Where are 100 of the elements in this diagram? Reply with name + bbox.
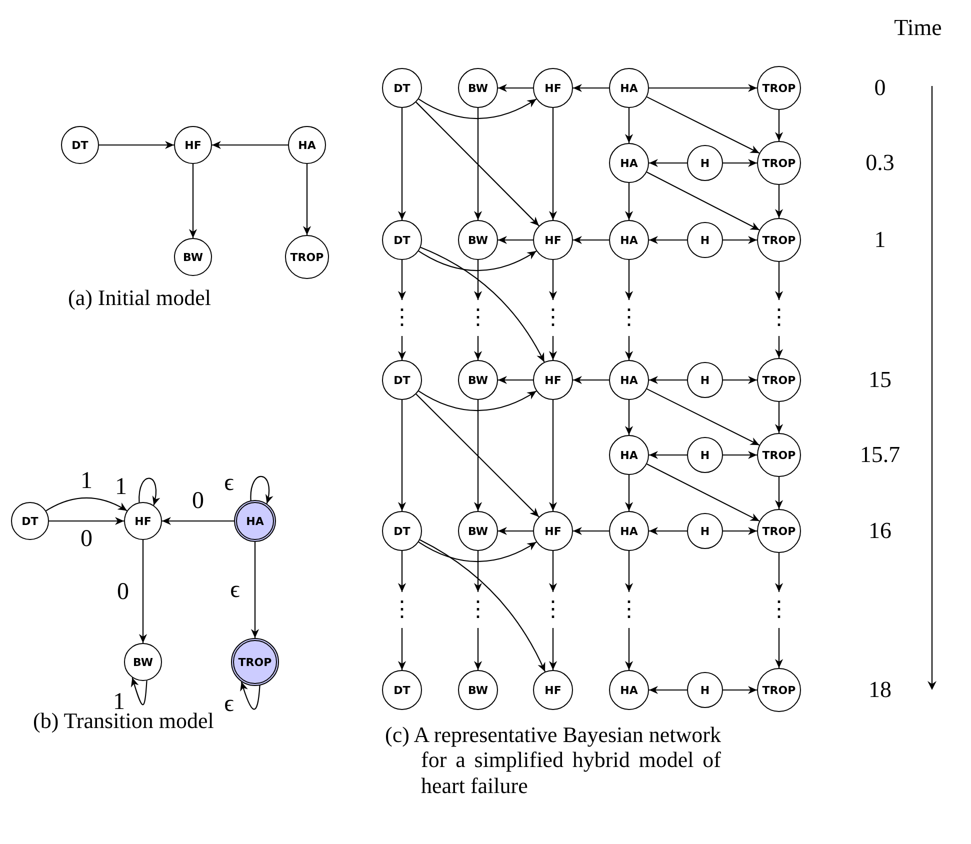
arrow (723, 236, 757, 244)
variable-node: BW (458, 670, 498, 710)
arrow (49, 516, 124, 526)
variable-node: BW (458, 511, 498, 551)
variable-node: HA (234, 500, 276, 542)
variable-node: HA (609, 360, 649, 400)
ellipsis: ⋮ (548, 300, 558, 336)
arrow (573, 526, 609, 536)
time-label: 15 (868, 366, 892, 394)
ellipsis: ⋮ (774, 300, 784, 336)
variable-node: TROP (757, 668, 801, 712)
arrow (649, 686, 687, 694)
arrow (250, 476, 273, 504)
arrow (646, 172, 760, 230)
ellipsis: ⋮ (473, 300, 483, 336)
ellipsis: ⋮ (548, 592, 558, 628)
arrow (774, 262, 784, 300)
arrow (624, 108, 634, 143)
arrow (573, 236, 609, 244)
arrow (474, 260, 482, 300)
arrow (188, 164, 198, 238)
arrow (398, 260, 406, 300)
arrow (398, 551, 406, 592)
variable-node: HA (609, 220, 649, 260)
arrow (548, 400, 558, 511)
arrow (474, 336, 482, 360)
arrow (774, 553, 784, 592)
arrow (723, 450, 757, 460)
arrow (723, 686, 757, 694)
arrow (624, 551, 634, 592)
variable-node: H (687, 222, 723, 258)
arrow (398, 108, 406, 220)
variable-node: HF (124, 502, 162, 540)
arrow (398, 336, 406, 360)
ellipsis: ⋮ (397, 300, 407, 336)
arrow (162, 516, 234, 526)
arrow (723, 158, 757, 168)
variable-node: HA (288, 126, 326, 164)
variable-node: DT (382, 670, 422, 710)
ellipsis: ⋮ (774, 592, 784, 628)
arrow (649, 158, 687, 168)
time-label: 16 (868, 517, 892, 545)
arrow (548, 336, 558, 360)
arrow (418, 98, 537, 120)
variable-node: TROP (757, 66, 801, 110)
arrow (418, 542, 537, 562)
arrow (548, 108, 558, 220)
variable-node: TROP (757, 141, 801, 185)
arrow (420, 539, 546, 672)
arrow (624, 628, 634, 670)
variable-node: H (687, 362, 723, 398)
arrow (498, 376, 533, 384)
variable-node: BW (458, 220, 498, 260)
ellipsis: ⋮ (397, 592, 407, 628)
arrow (624, 400, 634, 435)
arrow (498, 236, 533, 244)
arrow (774, 628, 784, 668)
arrow (649, 450, 687, 460)
arrow (624, 475, 634, 511)
variable-node: DT (382, 220, 422, 260)
arrow (548, 628, 558, 670)
arrow (418, 250, 537, 272)
arrow (138, 478, 160, 506)
variable-node: HA (609, 670, 649, 710)
arrow (474, 108, 482, 220)
arrow (130, 678, 148, 706)
time-label: 18 (868, 676, 892, 704)
axis-title: Time (894, 14, 942, 42)
arrow (46, 497, 128, 512)
arrow (250, 542, 260, 638)
variable-node: HA (609, 435, 649, 475)
variable-node: HF (174, 126, 212, 164)
arrow (573, 376, 609, 384)
arrow (646, 96, 760, 154)
arrow (774, 336, 784, 358)
time-label: 0 (874, 74, 886, 102)
arrow (723, 376, 757, 384)
variable-node: TROP (757, 358, 801, 402)
arrow (416, 394, 540, 518)
arrow (649, 526, 687, 536)
ellipsis: ⋮ (473, 592, 483, 628)
variable-node: TROP (757, 433, 801, 477)
arrow (498, 84, 533, 92)
arrow (474, 400, 482, 511)
variable-node: H (687, 145, 723, 181)
variable-node: HF (533, 670, 573, 710)
arrow (649, 236, 687, 244)
variable-node: DT (61, 126, 99, 164)
arrow (774, 110, 784, 141)
time-label: 15.7 (860, 441, 900, 469)
variable-node: H (687, 513, 723, 549)
variable-node: TROP (285, 235, 329, 279)
variable-node: HA (609, 143, 649, 183)
arrow (240, 682, 260, 710)
arrow (774, 185, 784, 218)
variable-node: TROP (757, 509, 801, 553)
variable-node: BW (458, 360, 498, 400)
arrow (774, 402, 784, 433)
time-label: 0.3 (866, 149, 894, 177)
arrow (138, 540, 148, 643)
